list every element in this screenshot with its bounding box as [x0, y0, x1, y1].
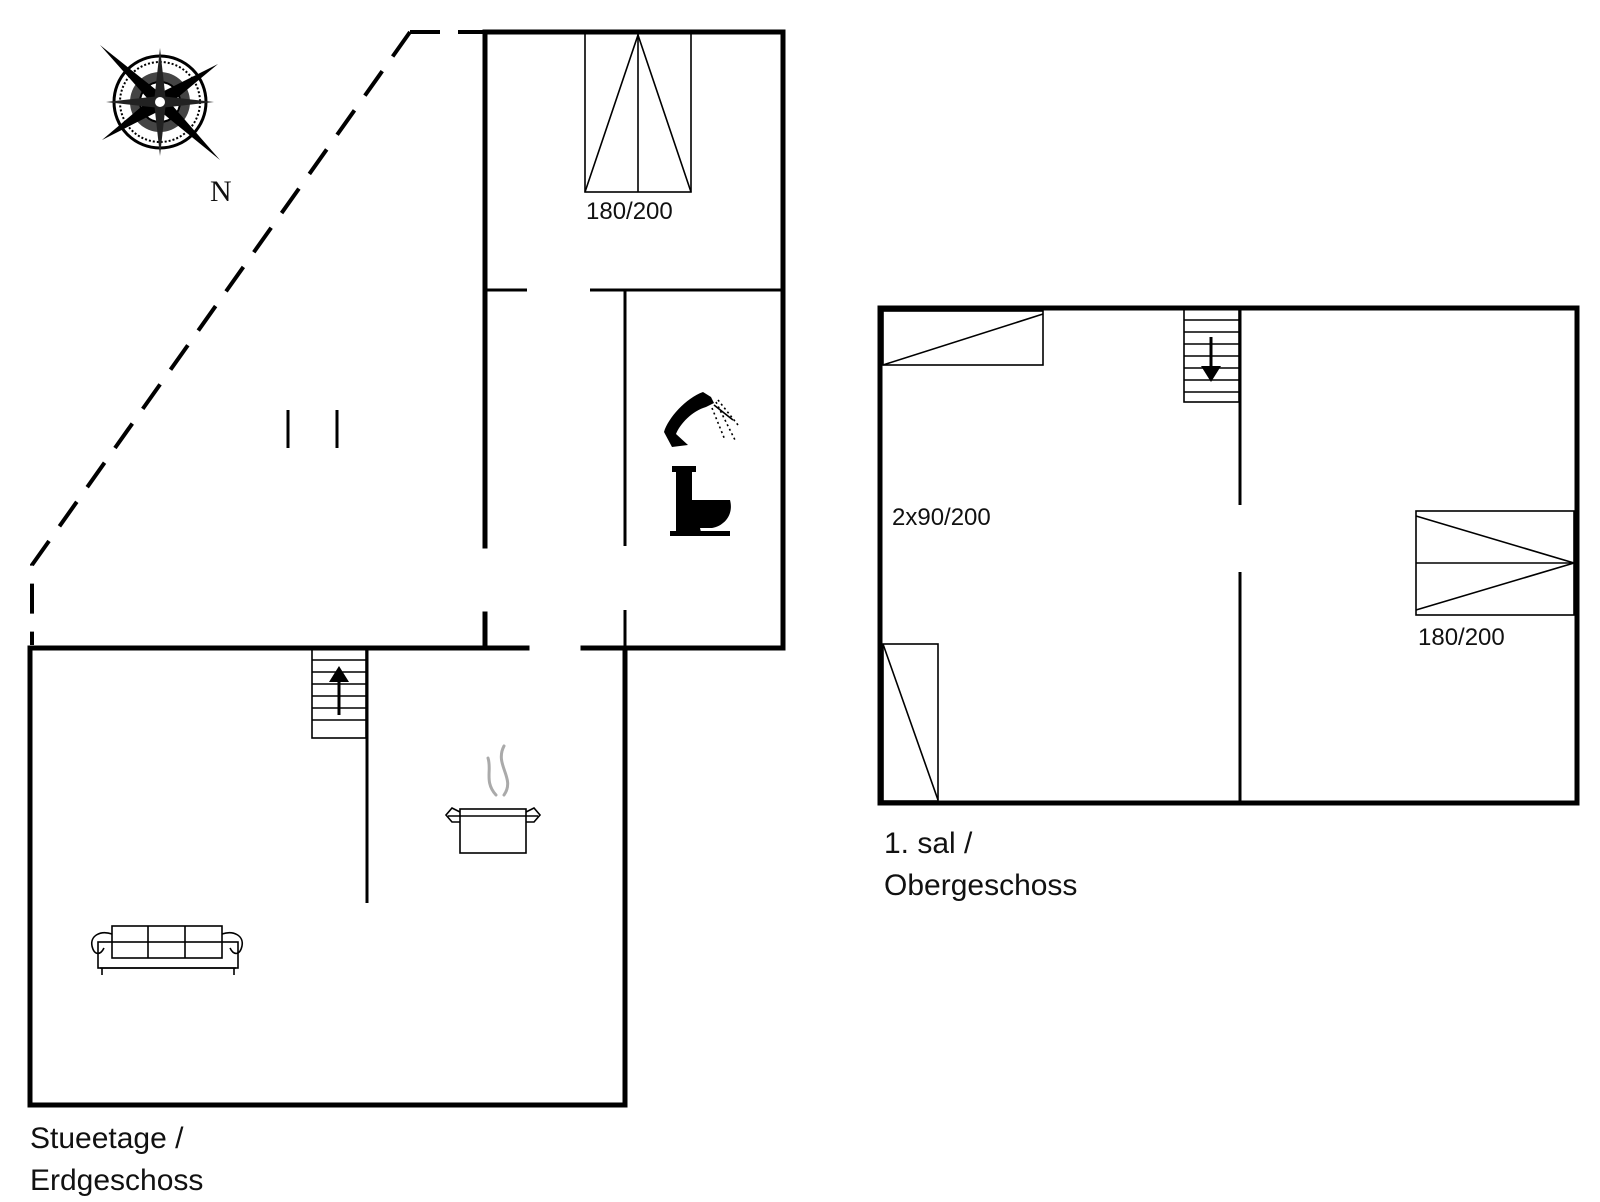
bed-size-label: 180/200	[586, 198, 673, 225]
ground-floor-label: Stueetage / Erdgeschoss	[30, 1118, 203, 1202]
upper-floor-label-line1: 1. sal /	[884, 827, 973, 860]
ground-floor-label-line2: Erdgeschoss	[30, 1164, 204, 1197]
bed-icon	[584, 31, 692, 193]
sofa-icon	[90, 925, 244, 975]
bed-size-label-right: 180/200	[1418, 624, 1505, 651]
upper-floor-label: 1. sal / Obergeschoss	[884, 823, 1077, 907]
north-label: N	[210, 175, 232, 208]
stairs-down-icon	[1183, 307, 1240, 403]
bed-icon	[1415, 510, 1577, 616]
stairs-up-icon	[311, 647, 367, 739]
upper-floor-plan	[877, 305, 1580, 806]
bed-size-label-left: 2x90/200	[892, 504, 991, 531]
ground-floor-label-line1: Stueetage /	[30, 1122, 184, 1155]
bed-icon	[882, 643, 939, 802]
ground-floor-plan	[27, 29, 786, 1108]
shower-icon	[664, 392, 739, 447]
bed-icon	[882, 310, 1044, 366]
upper-floor-label-line2: Obergeschoss	[884, 869, 1078, 902]
cooking-pot-icon	[444, 744, 542, 854]
toilet-icon	[670, 466, 731, 536]
compass-icon	[100, 45, 220, 160]
